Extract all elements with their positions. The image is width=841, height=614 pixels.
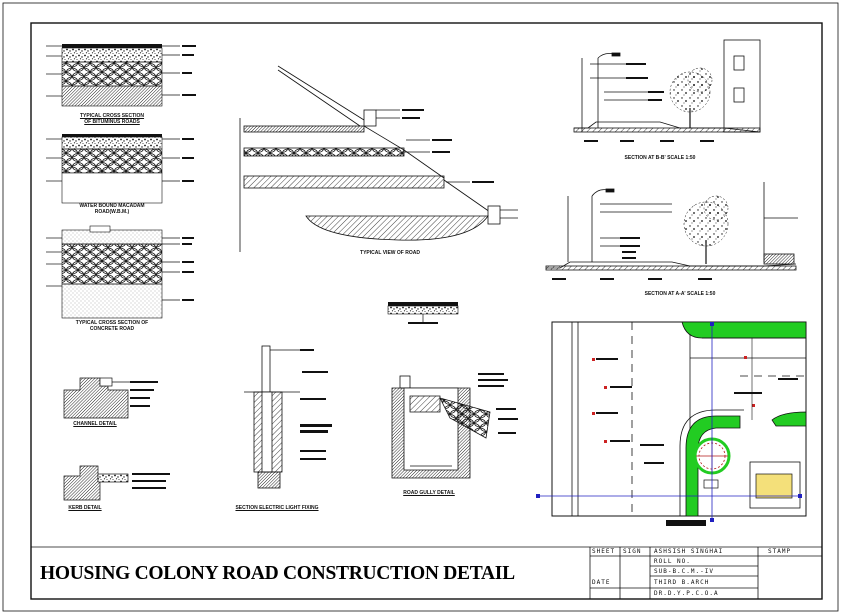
label-kerb-detail: KERB DETAIL bbox=[68, 505, 102, 511]
student-name: ASHSISH SINGHAI bbox=[654, 548, 724, 555]
tree-bb bbox=[669, 67, 713, 128]
wbm-road-section bbox=[46, 134, 194, 204]
drawing-title: HOUSING COLONY ROAD CONSTRUCTION DETAIL bbox=[40, 563, 515, 584]
channel-detail bbox=[63, 377, 158, 419]
class-year: THIRD B.ARCH bbox=[654, 579, 710, 586]
label-wbm-road: WATER BOUND MACADAM ROAD(W.B.M.) bbox=[79, 203, 145, 215]
roll-no: ROLL NO. bbox=[654, 558, 691, 565]
section-aa bbox=[545, 182, 798, 280]
stamp-label: STAMP bbox=[768, 548, 792, 555]
pavement-detail bbox=[387, 302, 459, 324]
title-block-frame bbox=[31, 546, 822, 599]
bituminous-road-section bbox=[46, 44, 196, 107]
label-channel-detail: CHANNEL DETAIL bbox=[73, 421, 117, 427]
sign-label: SIGN bbox=[623, 548, 642, 555]
label-electric-light-fixing: SECTION ELECTRIC LIGHT FIXING bbox=[235, 505, 319, 511]
plan-view bbox=[536, 321, 807, 526]
label-section-bb: SECTION AT B-B' SCALE 1:50 bbox=[624, 155, 696, 161]
college-name: DR.D.Y.P.C.O.A bbox=[654, 590, 719, 597]
sheet-label: SHEET bbox=[592, 548, 616, 555]
kerb-detail bbox=[63, 465, 170, 501]
subject: SUB-B.C.M.-IV bbox=[654, 568, 714, 575]
date-label: DATE bbox=[592, 579, 611, 586]
road-gully-detail bbox=[391, 373, 518, 479]
tree-aa bbox=[683, 195, 729, 264]
electric-light-fixing bbox=[244, 345, 332, 489]
label-road-gully: ROAD GULLY DETAIL bbox=[403, 490, 455, 496]
label-section-aa: SECTION AT A-A' SCALE 1:50 bbox=[644, 291, 716, 297]
label-bituminous-road: TYPICAL CROSS SECTION OF BITUMINUS ROADS bbox=[79, 113, 145, 125]
label-typical-road-view: TYPICAL VIEW OF ROAD bbox=[360, 250, 420, 256]
section-bb bbox=[573, 39, 761, 142]
typical-road-view bbox=[239, 65, 518, 252]
label-concrete-road: TYPICAL CROSS SECTION OF CONCRETE ROAD bbox=[75, 320, 149, 332]
concrete-road-section bbox=[46, 225, 194, 319]
